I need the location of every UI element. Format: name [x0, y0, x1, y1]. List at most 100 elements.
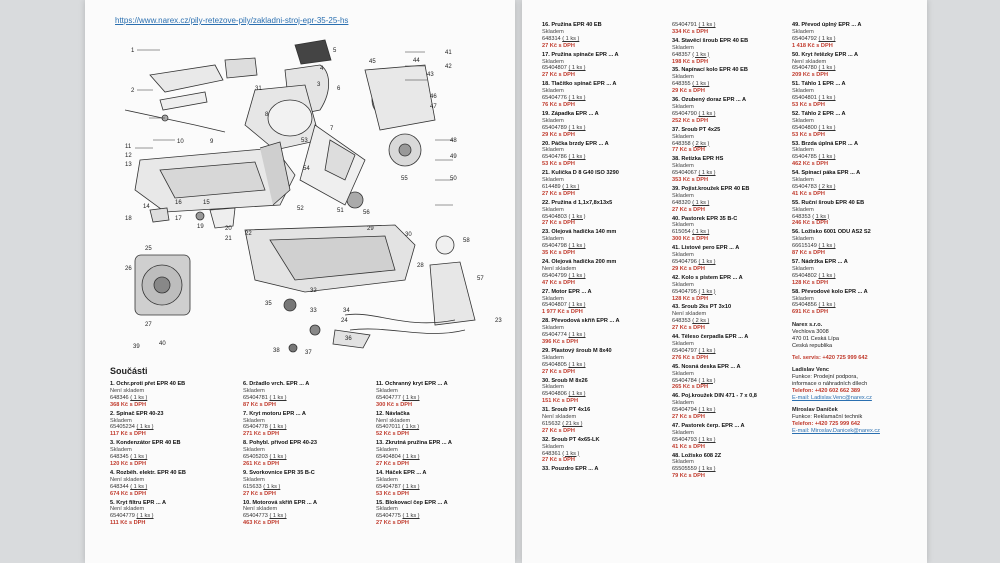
part-name[interactable]: 36. Ozubený doraz EPR ... A [672, 97, 747, 104]
part-name[interactable]: 29. Plastový šroub M 8x40 [542, 347, 612, 354]
part-quantity-link[interactable]: ( 1 ks ) [130, 483, 148, 490]
part-quantity-link[interactable]: ( 1 ks ) [269, 513, 287, 520]
part-name[interactable]: 58. Převodové kolo EPR ... A [792, 288, 868, 295]
part-name[interactable]: 22. Pružina d 1,1x7,8x13x5 [542, 199, 613, 206]
part-quantity-link[interactable]: ( 1 ks ) [818, 124, 836, 131]
part-name[interactable]: 50. Kryt řetězky EPR ... A [792, 51, 859, 58]
part-name[interactable]: 5. Kryt filtru EPR ... A [110, 499, 167, 506]
part-name[interactable]: 40. Pastorek EPR 35 B-C [672, 215, 738, 222]
part-name[interactable]: 9. Svorkovnice EPR 35 B-C [243, 469, 315, 476]
part-quantity-link[interactable]: ( 1 ks ) [818, 302, 836, 309]
part-quantity-link[interactable]: ( 1 ks ) [698, 110, 716, 117]
part-name[interactable]: 13. Zkrutná pružina EPR ... A [376, 440, 452, 447]
part-name[interactable]: 55. Ruční šroub EPR 40 EB [792, 199, 865, 206]
part-quantity-link[interactable]: ( 1 ks ) [568, 65, 586, 72]
part-quantity-link[interactable]: ( 1 ks ) [568, 124, 586, 131]
part-quantity-link[interactable]: ( 1 ks ) [568, 95, 586, 102]
part-name[interactable]: 27. Motor EPR ... A [542, 288, 592, 295]
part-name[interactable]: 48. Ložisko 608 2Z [672, 452, 722, 459]
part-quantity-link[interactable]: ( 1 ks ) [263, 483, 281, 490]
part-quantity-link[interactable]: ( 1 ks ) [692, 51, 710, 58]
part-quantity-link[interactable]: ( 1 ks ) [568, 332, 586, 339]
part-name[interactable]: 7. Kryt motoru EPR ... A [243, 410, 306, 417]
part-quantity-link[interactable]: ( 1 ks ) [136, 424, 154, 431]
part-name[interactable]: 37. Šroub PT 4x25 [672, 126, 721, 133]
part-quantity-link[interactable]: ( 1 ks ) [692, 81, 710, 88]
part-quantity-link[interactable]: ( 1 ks ) [269, 394, 287, 401]
part-quantity-link[interactable]: ( 1 ks ) [568, 391, 586, 398]
part-name[interactable]: 49. Převod úplný EPR ... A [792, 22, 862, 28]
part-quantity-link[interactable]: ( 1 ks ) [818, 65, 836, 72]
part-name[interactable]: 33. Pouzdro EPR ... A [542, 466, 599, 473]
part-quantity-link[interactable]: ( 1 ks ) [402, 513, 420, 520]
part-name[interactable]: 34. Stavěcí šroub EPR 40 EB [672, 37, 749, 44]
part-quantity-link[interactable]: ( 1 ks ) [402, 424, 420, 431]
contact-person1-email[interactable]: E-mail: Ladislav.Venc@narex.cz [792, 395, 872, 402]
part-name[interactable]: 54. Spínací páka EPR ... A [792, 170, 861, 177]
contact-service-phone[interactable]: Tel. servis: +420 725 999 642 [792, 355, 868, 362]
part-name[interactable]: 3. Kondenzátor EPR 40 EB [110, 440, 181, 447]
part-name[interactable]: 52. Táhlo 2 EPR ... A [792, 110, 846, 117]
part-quantity-link[interactable]: ( 1 ks ) [818, 95, 836, 102]
part-quantity-link[interactable]: ( 1 ks ) [812, 213, 830, 220]
part-name[interactable]: 32. Šroub PT 4x65-LK [542, 436, 600, 443]
part-quantity-link[interactable]: ( 1 ks ) [698, 170, 716, 177]
part-name[interactable]: 51. Táhlo 1 EPR ... A [792, 81, 846, 88]
part-quantity-link[interactable]: ( 1 ks ) [402, 483, 420, 490]
contact-person1-phone[interactable]: Telefon: +420 602 662 389 [792, 388, 861, 395]
part-name[interactable]: 4. Rozběh. elektr. EPR 40 EB [110, 469, 186, 476]
part-name[interactable]: 46. Poj.kroužek DIN 471 - 7 x 0,8 [672, 393, 757, 400]
part-quantity-link[interactable]: ( 1 ks ) [568, 154, 586, 161]
part-quantity-link[interactable]: ( 1 ks ) [698, 347, 716, 354]
part-name[interactable]: 8. Pohybl. přívod EPR 40-23 [243, 440, 317, 447]
part-name[interactable]: 56. Ložisko 6001 ODU AS2 S2 [792, 229, 871, 236]
part-quantity-link[interactable]: ( 1 ks ) [698, 259, 716, 265]
part-quantity-link[interactable]: ( 1 ks ) [269, 424, 287, 431]
part-quantity-link[interactable]: ( 1 ks ) [568, 361, 586, 368]
part-quantity-link[interactable]: ( 1 ks ) [818, 272, 836, 279]
part-name[interactable]: 21. Kulička D 8 G40 ISO 3290 [542, 170, 619, 177]
part-quantity-link[interactable]: ( 1 ks ) [130, 394, 148, 401]
part-quantity-link[interactable]: ( 2 ks ) [818, 183, 836, 190]
contact-person2-phone[interactable]: Telefon: +420 725 999 642 [792, 421, 861, 428]
part-name[interactable]: 35. Napínací kolo EPR 40 EB [672, 67, 748, 74]
part-name[interactable]: 17. Pružina spínače EPR ... A [542, 51, 619, 58]
part-quantity-link[interactable]: ( 1 ks ) [562, 450, 580, 457]
contact-person2-email[interactable]: E-mail: Miroslav.Danicek@narex.cz [792, 428, 880, 435]
part-name[interactable]: 23. Olejová hadička 140 mm [542, 229, 617, 236]
part-quantity-link[interactable]: ( 1 ks ) [568, 302, 586, 309]
part-name[interactable]: 30. Šroub M 8x26 [542, 377, 588, 384]
part-quantity-link[interactable]: ( 1 ks ) [698, 466, 716, 473]
part-quantity-link[interactable]: ( 2 ks ) [692, 140, 710, 147]
part-quantity-link[interactable]: ( 1 ks ) [698, 377, 716, 384]
part-name[interactable]: 28. Převodová skříň EPR ... A [542, 318, 620, 325]
part-name[interactable]: 20. Páčka brzdy EPR ... A [542, 140, 609, 147]
part-name[interactable]: 38. Řetízka EPR HS [672, 156, 724, 163]
part-name[interactable]: 16. Pružina EPR 40 EB [542, 22, 602, 28]
part-name[interactable]: 19. Západka EPR ... A [542, 110, 599, 117]
part-quantity-link[interactable]: ( 1 ks ) [818, 35, 836, 42]
part-quantity-link[interactable]: ( 1 ks ) [136, 513, 154, 520]
product-url-link[interactable]: https://www.narex.cz/pily-retezove-pily/… [115, 16, 349, 25]
part-quantity-link[interactable]: ( 1 ks ) [698, 436, 716, 443]
part-name[interactable]: 53. Brzda úplná EPR ... A [792, 140, 858, 147]
part-quantity-link[interactable]: ( 1 ks ) [402, 454, 420, 461]
part-name[interactable]: 45. Nosná deska EPR ... A [672, 363, 741, 370]
part-quantity-link[interactable]: ( 1 ks ) [269, 454, 287, 461]
part-quantity-link[interactable]: ( 1 ks ) [562, 183, 580, 190]
part-name[interactable]: 14. Háček EPR ... A [376, 469, 427, 476]
part-quantity-link[interactable]: ( 1 ks ) [698, 288, 716, 295]
part-name[interactable]: 44. Těleso čerpadla EPR ... A [672, 334, 749, 341]
part-quantity-link[interactable]: ( 1 ks ) [562, 35, 580, 42]
part-name[interactable]: 57. Nádržka EPR ... A [792, 259, 848, 265]
part-name[interactable]: 12. Návlačka [376, 410, 410, 417]
part-name[interactable]: 2. Spínač EPR 40-23 [110, 410, 164, 417]
part-quantity-link[interactable]: ( 1 ks ) [568, 272, 586, 279]
part-name[interactable]: 11. Ochranný kryt EPR ... A [376, 381, 448, 387]
part-quantity-link[interactable]: ( 1 ks ) [818, 243, 836, 250]
part-name[interactable]: 42. Kolo s pístem EPR ... A [672, 274, 743, 281]
part-name[interactable]: 1. Ochr.proti přet EPR 40 EB [110, 381, 186, 387]
part-name[interactable]: 43. Šroub 2ks PT 3x10 [672, 304, 732, 311]
part-quantity-link[interactable]: ( 1 ks ) [402, 394, 420, 401]
part-name[interactable]: 31. Šroub PT 4x16 [542, 407, 591, 414]
